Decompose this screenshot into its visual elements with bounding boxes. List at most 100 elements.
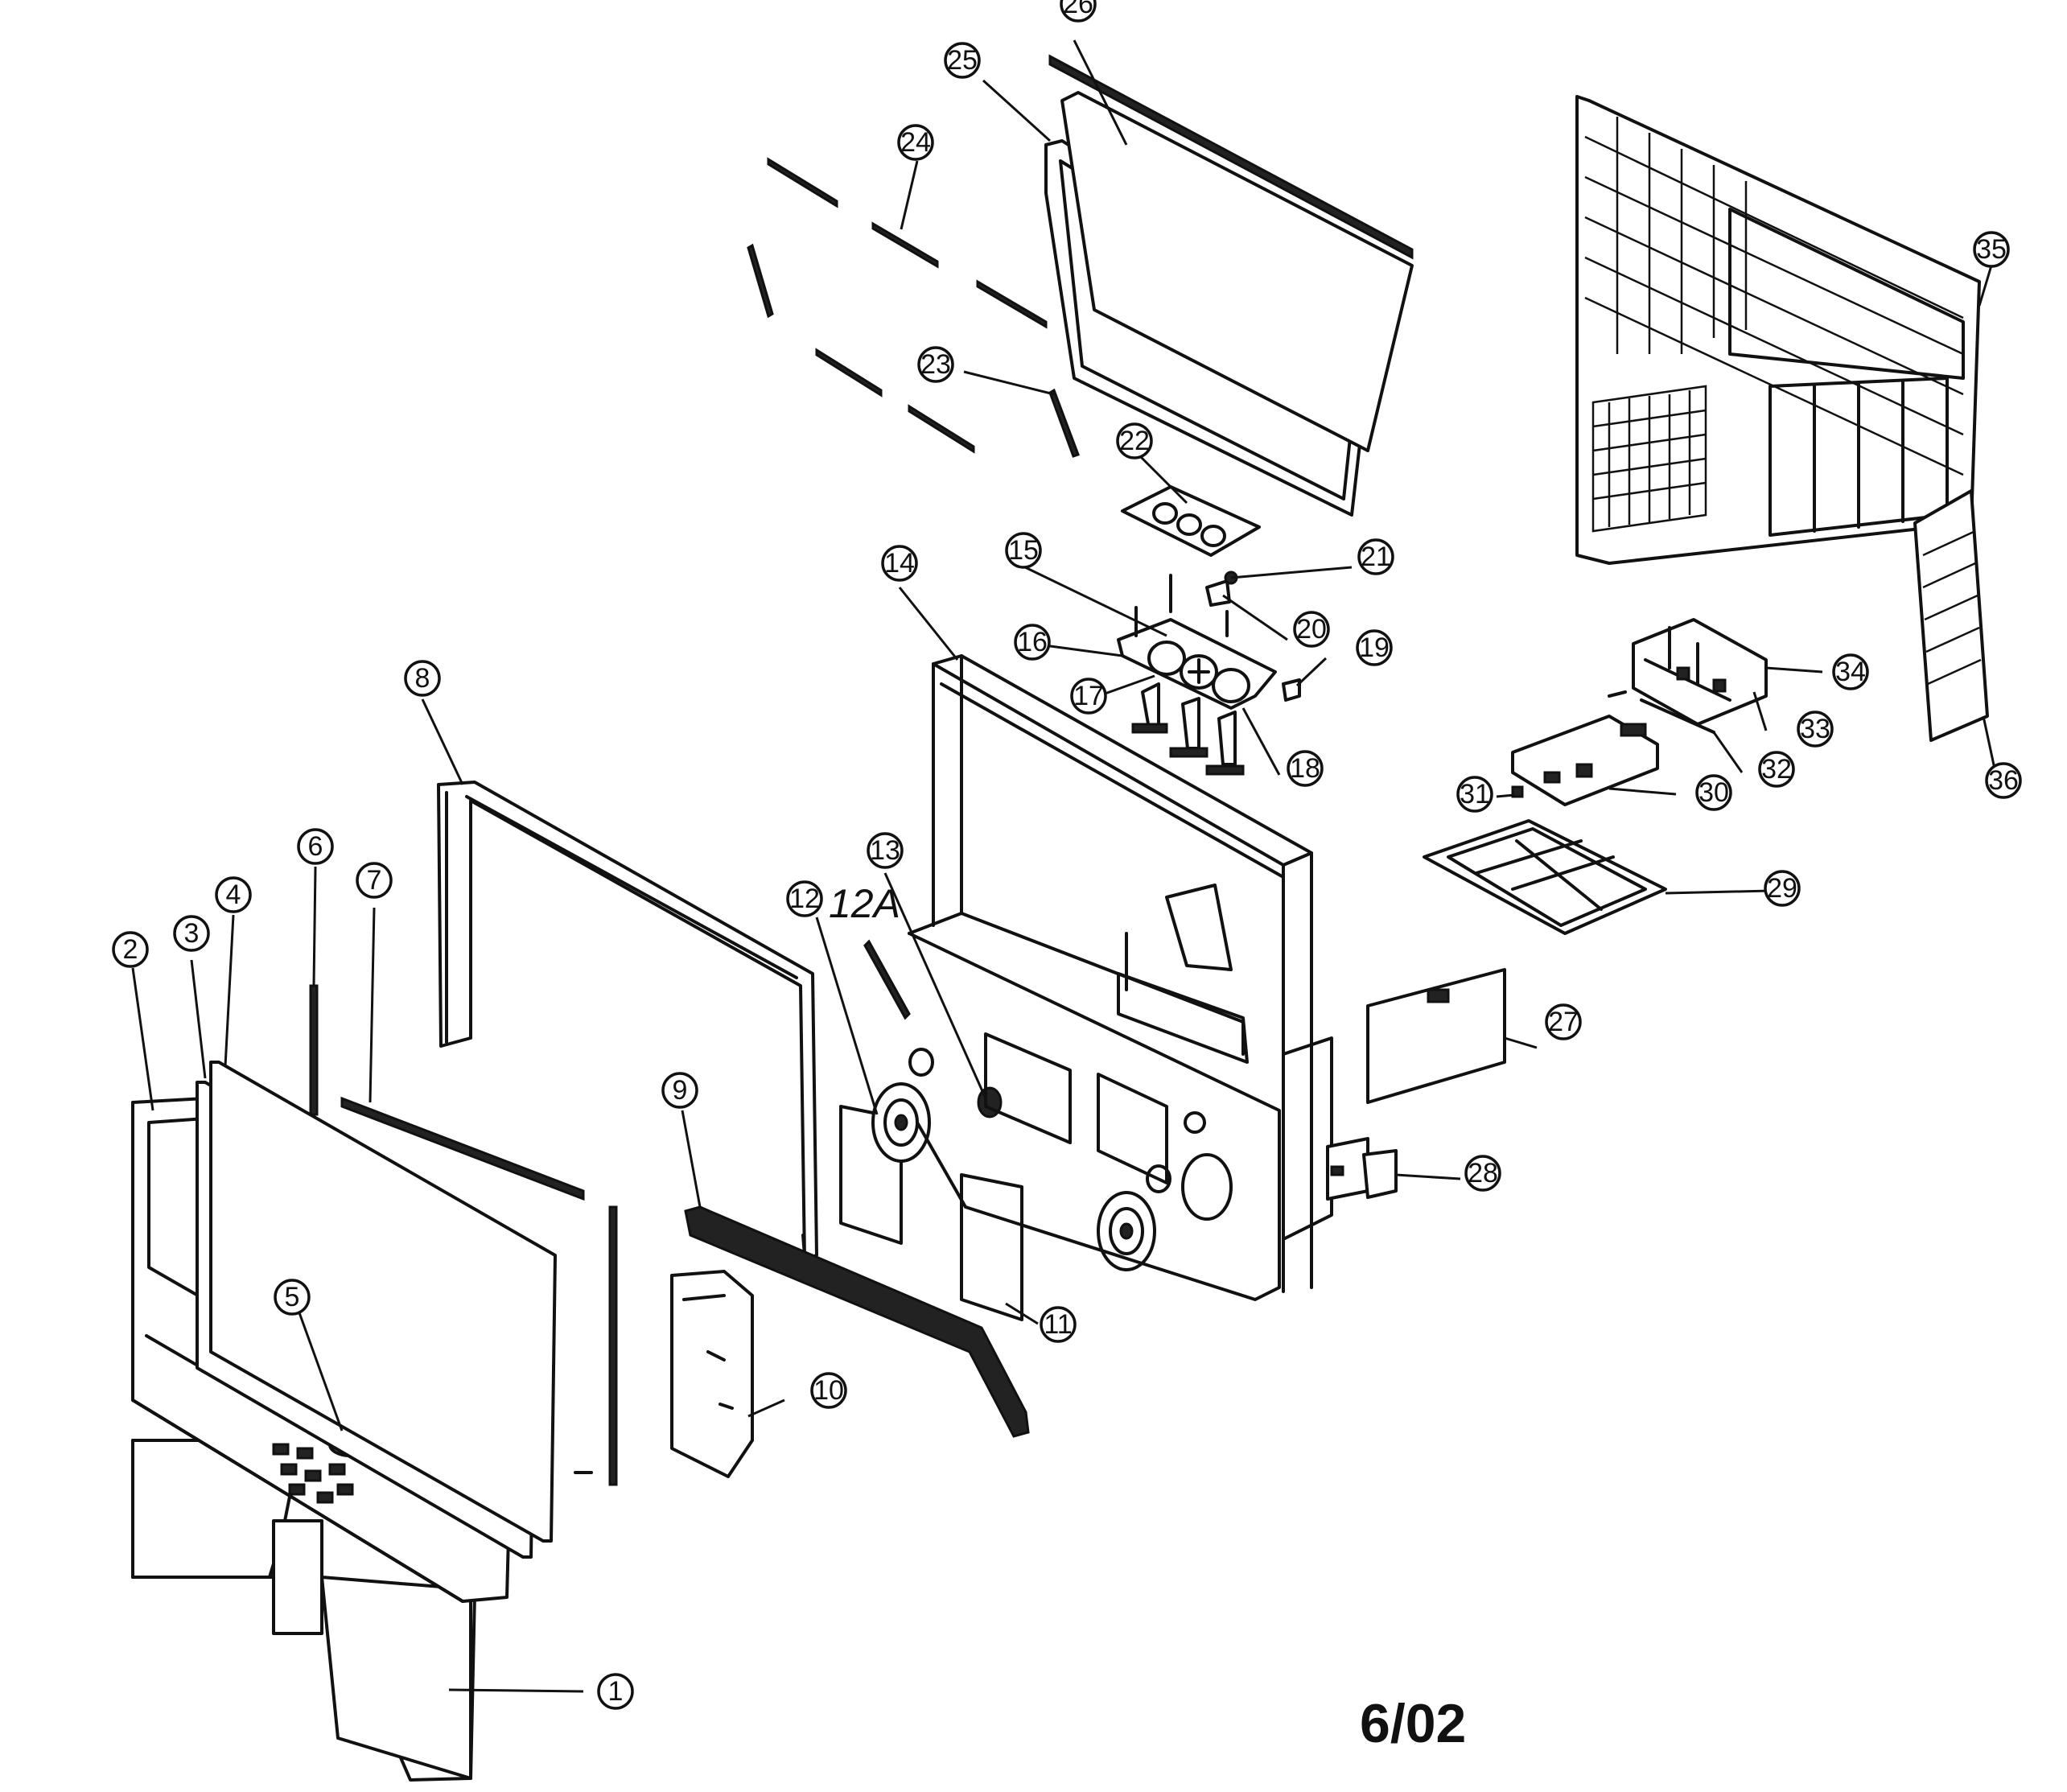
control-panel-buttons [272,1443,354,1504]
part-36-side-panel [1913,489,1989,742]
svg-text:36: 36 [1988,765,2019,796]
svg-text:26: 26 [1063,0,1093,19]
part-4-screen-pane [209,1061,557,1543]
svg-text:8: 8 [415,663,430,694]
part-15-18-light-engine [1117,574,1277,776]
side-strip-vertical [574,1205,618,1486]
callout-3: 3 [173,915,210,952]
callout-9: 9 [661,1072,698,1109]
callout-30: 30 [1695,774,1732,811]
svg-text:3: 3 [184,918,200,949]
callout-20: 20 [1293,611,1330,648]
svg-text:4: 4 [226,880,241,910]
svg-text:9: 9 [673,1075,688,1106]
part-29-chassis-tray [1423,819,1667,935]
svg-text:33: 33 [1800,714,1830,744]
part-14-main-cabinet [908,654,1333,1301]
callout-28: 28 [1464,1155,1501,1192]
part-7-top-strip [340,1096,585,1201]
callout-23: 23 [917,346,954,383]
part-12-speaker [871,1082,1156,1271]
svg-text:7: 7 [367,865,382,896]
part-12a-speaker-wire [863,939,911,1020]
part-6-vertical-strip [309,984,319,1116]
svg-text:35: 35 [1976,234,2007,265]
handwritten-12a-label: 12A [829,881,900,926]
callout-8: 8 [404,660,441,697]
date-label: 6/02 [1360,1693,1466,1754]
callout-26: 26 [1060,0,1097,23]
callout-27: 27 [1545,1003,1582,1040]
callout-2: 2 [112,931,149,968]
svg-text:17: 17 [1073,681,1104,711]
callout-24: 24 [897,124,934,161]
svg-text:32: 32 [1761,754,1792,785]
callout-13: 13 [867,832,904,869]
part-30-power-module [1511,715,1659,806]
svg-text:29: 29 [1767,873,1797,904]
callout-18: 18 [1287,750,1324,787]
callout-21: 21 [1357,538,1394,575]
svg-text:25: 25 [947,45,978,76]
callout-10: 10 [810,1372,847,1409]
part-35-rear-cover [1575,95,1981,565]
part-20-bracket [1205,579,1231,607]
svg-text:22: 22 [1119,426,1150,456]
callout-29: 29 [1764,870,1801,907]
svg-text:10: 10 [813,1375,844,1406]
svg-text:28: 28 [1468,1158,1498,1188]
part-26-top-glass [1048,54,1414,452]
callout-32: 32 [1758,751,1795,788]
part-8-frame [437,781,818,1261]
svg-text:11: 11 [1044,1309,1072,1340]
callout-1: 1 [597,1673,634,1710]
callout-12: 12 [786,880,823,917]
callout-7: 7 [356,862,393,899]
callout-34: 34 [1832,653,1869,690]
svg-text:13: 13 [870,835,900,866]
svg-text:1: 1 [608,1676,624,1707]
part-9-speaker-grill-bar [684,1205,1030,1438]
callout-6: 6 [297,828,334,865]
callout-16: 16 [1014,624,1051,661]
callout-19: 19 [1356,629,1393,666]
callout-25: 25 [944,42,981,79]
callout-5: 5 [274,1279,311,1316]
callout-35: 35 [1973,231,2010,268]
svg-text:34: 34 [1835,657,1866,687]
svg-text:21: 21 [1361,542,1391,572]
part-13-tweeter [908,1048,1171,1193]
part-23-24-mirror-brackets [747,157,1080,458]
svg-text:16: 16 [1017,627,1048,657]
svg-text:30: 30 [1698,777,1729,808]
svg-text:19: 19 [1359,632,1390,663]
part-19-clip [1282,678,1301,702]
callout-22: 22 [1116,422,1153,459]
callout-4: 4 [215,876,252,913]
callout-15: 15 [1005,532,1042,569]
svg-text:5: 5 [285,1282,300,1312]
callout-17: 17 [1070,678,1107,715]
svg-text:18: 18 [1290,753,1320,784]
svg-text:14: 14 [884,548,915,579]
svg-text:6: 6 [308,831,323,862]
part-31-connector [1511,785,1524,798]
part-28-input-terminal [1326,1137,1398,1201]
svg-text:20: 20 [1296,614,1327,645]
svg-text:2: 2 [123,934,138,965]
part-22-lens-plate [1121,485,1261,557]
svg-text:15: 15 [1008,535,1039,566]
callout-36: 36 [1985,762,2022,799]
svg-text:12: 12 [789,884,820,914]
part-32-34-signal-boards [1608,618,1768,734]
callout-11: 11 [1040,1306,1077,1343]
part-10-side-bracket [670,1270,754,1478]
part-27-rear-board [1366,968,1506,1104]
svg-text:23: 23 [920,349,951,380]
leader-lines [131,39,1997,1693]
svg-text:24: 24 [900,127,931,158]
svg-text:27: 27 [1548,1007,1579,1037]
svg-text:31: 31 [1460,779,1490,809]
callout-14: 14 [881,545,918,582]
